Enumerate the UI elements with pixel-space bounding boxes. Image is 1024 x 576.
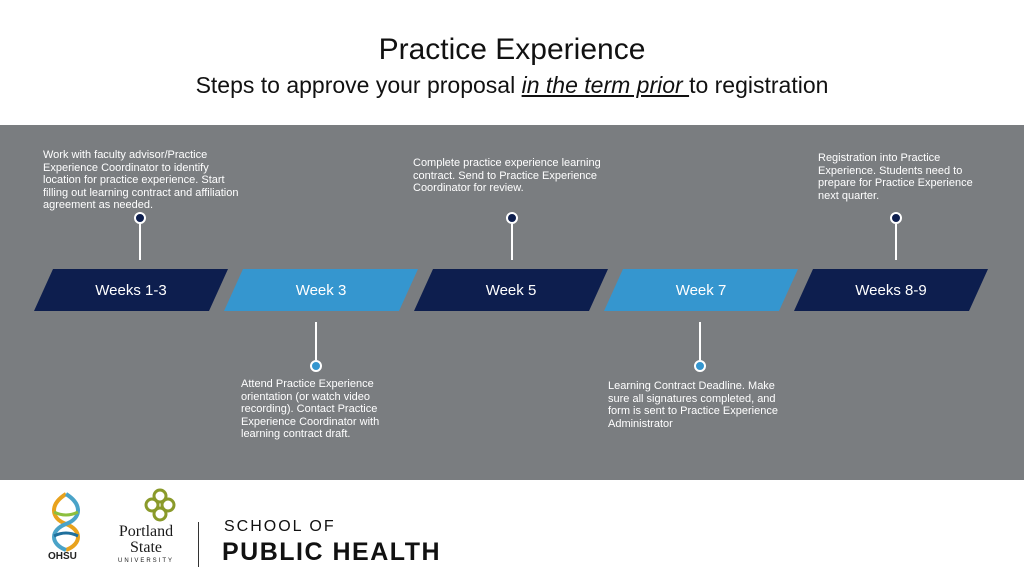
step-2-shape: Week 3	[224, 269, 418, 311]
step-1-connector	[139, 224, 141, 260]
step-4-marker	[694, 360, 706, 372]
page-subtitle: Steps to approve your proposal in the te…	[0, 70, 1024, 100]
step-4-description: Learning Contract Deadline. Make sure al…	[608, 380, 778, 430]
step-2-marker	[310, 360, 322, 372]
footer-divider	[198, 522, 199, 567]
step-3-marker	[506, 212, 518, 224]
psu-line-1: Portland	[118, 523, 174, 540]
step-1-shape: Weeks 1-3	[34, 269, 228, 311]
step-5-description: Registration into Practice Experience. S…	[818, 152, 973, 202]
psu-wordmark: Portland State UNIVERSITY	[111, 523, 181, 565]
step-3-shape: Week 5	[414, 269, 608, 311]
subtitle-end: to registration	[689, 72, 829, 98]
subtitle-emphasis: in the term prior	[521, 72, 690, 98]
step-1-label: Weeks 1-3	[95, 281, 167, 299]
step-5-shape: Weeks 8-9	[794, 269, 988, 311]
step-3-description: Complete practice experience learning co…	[413, 157, 601, 194]
step-5-marker	[890, 212, 902, 224]
step-1-description: Work with faculty advisor/Practice Exper…	[43, 149, 239, 211]
step-2-description: Attend Practice Experience orientation (…	[241, 378, 380, 440]
school-of-label: SCHOOL OF	[224, 518, 336, 535]
timeline-band: Work with faculty advisor/Practice Exper…	[0, 125, 1024, 480]
ohsu-logo-icon	[52, 492, 80, 552]
footer: OHSU Portland State UNIVERSITY SCHOOL OF…	[0, 480, 1024, 576]
subtitle-start: Steps to approve your proposal	[195, 72, 522, 98]
step-5-label: Weeks 8-9	[855, 281, 927, 299]
page-title: Practice Experience	[378, 33, 646, 66]
psu-line-3: UNIVERSITY	[117, 558, 174, 564]
public-health-label: PUBLIC HEALTH	[222, 538, 442, 566]
step-2-label: Week 3	[295, 281, 347, 299]
step-4-shape: Week 7	[604, 269, 798, 311]
psu-line-2: State	[130, 539, 162, 556]
step-3-connector	[511, 224, 513, 260]
step-5-connector	[895, 224, 897, 260]
step-2-connector	[315, 322, 317, 360]
header: Practice Experience Steps to approve you…	[0, 0, 1024, 125]
step-4-label: Week 7	[675, 281, 727, 299]
ohsu-wordmark: OHSU	[48, 551, 77, 562]
step-3-label: Week 5	[485, 281, 537, 299]
step-4-connector	[699, 322, 701, 360]
step-1-marker	[134, 212, 146, 224]
psu-logo-icon	[144, 488, 176, 522]
